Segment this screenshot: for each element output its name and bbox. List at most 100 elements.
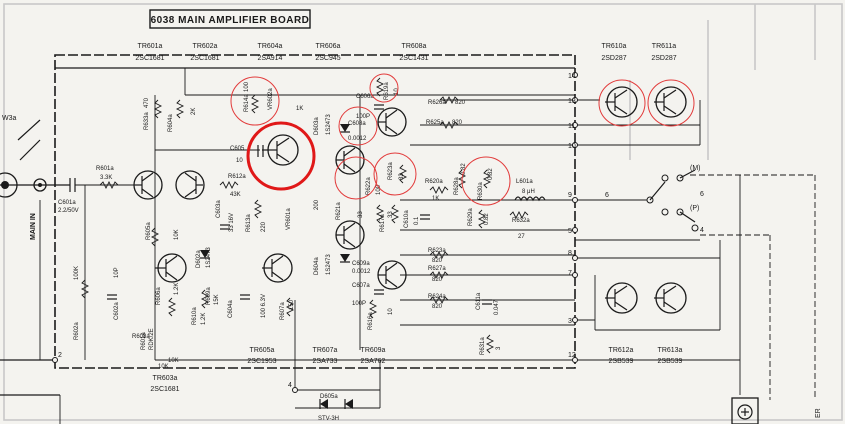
component-label-c606: C606a xyxy=(356,94,374,100)
component-label-c601v: 2.2/50V xyxy=(58,208,79,214)
tr611-ref: TR611a xyxy=(652,43,676,50)
tr605-symbol xyxy=(262,253,293,283)
component-label-r604v: 2K xyxy=(191,108,197,115)
side-label-left: W3a xyxy=(2,115,17,122)
tr606-ref: TR606a xyxy=(316,43,341,50)
terminal-13: 13 xyxy=(568,98,576,105)
tr607-ref: TR607a xyxy=(313,347,338,354)
terminal-3: 3 xyxy=(568,318,572,325)
component-label-r622v: 100 xyxy=(376,184,382,195)
component-label-r601: R601a xyxy=(96,166,114,172)
component-label-r605v: 10K xyxy=(174,229,180,240)
component-label-d602v: 1S2473 xyxy=(206,247,212,268)
terminal-6: 6 xyxy=(605,192,609,199)
switch-label-6: 6 xyxy=(700,191,704,198)
annotation-circle-c605 xyxy=(246,121,316,191)
annotation-circle-tr610 xyxy=(598,79,646,127)
tr603-ref: TR603a xyxy=(153,375,178,382)
component-label-r626: R626a xyxy=(428,100,446,106)
mode-switch[interactable] xyxy=(646,169,699,232)
tr608-part: 2SC1431 xyxy=(399,55,428,62)
tr612-ref: TR612a xyxy=(609,347,634,354)
component-label-c608v: 0.0012 xyxy=(348,136,367,142)
component-label-r630: R630a xyxy=(478,182,484,200)
tr606-symbol xyxy=(335,145,365,175)
tr601-part: 2SC1681 xyxy=(135,55,164,62)
input-jack[interactable] xyxy=(0,119,47,198)
tr610-part: 2SD287 xyxy=(601,55,626,62)
component-label-r604: R604a xyxy=(168,114,174,132)
tr607-part: 2SA733 xyxy=(313,358,338,365)
tr609-part: 2SA762 xyxy=(361,358,386,365)
terminal-7: 7 xyxy=(568,270,572,277)
annotation-circle-r619 xyxy=(369,73,399,103)
component-label-vr601: VR601a xyxy=(286,208,292,230)
tr601-ref: TR601a xyxy=(138,43,163,50)
tr603-part: 2SC1681 xyxy=(150,386,179,393)
switch-label-m: (M) xyxy=(690,165,701,172)
component-label-d605: D605a xyxy=(320,394,338,400)
component-label-r606: R606a xyxy=(156,287,162,305)
component-label-c605v: 10 xyxy=(236,158,243,164)
tr605-ref: TR605a xyxy=(250,347,275,354)
terminal-8: 8 xyxy=(568,250,572,257)
terminal-14: 14 xyxy=(568,73,576,80)
component-label-r622: R622a xyxy=(366,177,372,195)
component-label-r630v: 0.82 xyxy=(488,168,494,180)
tr604-ref: TR604a xyxy=(258,43,283,50)
component-label-d604: D604a xyxy=(314,257,320,275)
tr604-symbol xyxy=(262,134,299,166)
component-label-r612v: 43K xyxy=(230,192,241,198)
board-title: 6038 MAIN AMPLIFIER BOARD xyxy=(151,15,310,26)
terminal-10: 10 xyxy=(568,143,576,150)
component-label-vr601v: 200 xyxy=(314,199,320,210)
tr609-symbol xyxy=(377,260,407,290)
component-label-r631v: 3 xyxy=(496,346,502,350)
component-label-r629: R629a xyxy=(468,208,474,226)
component-label-r605: R605a xyxy=(146,222,152,240)
component-label-r627: R627a xyxy=(428,266,446,272)
transistor-symbols xyxy=(133,86,687,314)
component-label-r612: R612a xyxy=(228,174,246,180)
component-label-r619: R619a xyxy=(384,82,390,100)
component-label-r606v: 1.2K xyxy=(174,283,180,295)
component-label-d603v: 1S2473 xyxy=(326,114,332,135)
component-label-r610v: 1.2K xyxy=(201,313,207,325)
tr602-symbol xyxy=(175,170,205,200)
terminal-9: 9 xyxy=(568,192,572,199)
component-label-r617: R617a xyxy=(380,214,386,232)
component-label-vr602: VR602a xyxy=(268,88,274,110)
diode-symbols xyxy=(200,124,353,409)
component-label-c604v: 100 6.3V xyxy=(261,294,267,318)
component-label-r602v: 100K xyxy=(74,266,80,280)
component-label-c608: C608a xyxy=(348,121,366,127)
tr606-part: 2SC945 xyxy=(315,55,340,62)
tr602-ref: TR602a xyxy=(193,43,218,50)
main-in-label: MAIN IN xyxy=(30,213,37,240)
annotation-circle-r623 xyxy=(373,152,417,196)
component-label-r617v: 33 xyxy=(388,211,394,218)
component-label-r625v: 820 xyxy=(452,120,463,126)
component-label-r601bv: RDK/2E xyxy=(149,328,155,350)
tr602-part: 2SC1681 xyxy=(190,55,219,62)
component-labels: R601a 3.3K C601a 2.2/50V R602a 100K C602… xyxy=(58,81,535,422)
tr612-symbol xyxy=(605,282,638,314)
tr613-ref: TR613a xyxy=(658,347,683,354)
component-label-c609: C609a xyxy=(352,261,370,267)
tr608-symbol xyxy=(377,107,407,137)
component-label-r619v: 10 xyxy=(394,88,400,95)
component-label-r609: R609a xyxy=(206,287,212,305)
component-label-r623: R623a xyxy=(388,162,394,180)
component-label-r616: R616a xyxy=(368,312,374,330)
terminal-numbers: 14 13 11 10 9 6 5 8 7 3 12 2 4 xyxy=(52,72,609,393)
component-label-r625: R625a xyxy=(426,120,444,126)
board-outline xyxy=(54,54,576,369)
component-label-vr602v: 1K xyxy=(296,106,303,112)
component-label-r608v: 10K xyxy=(158,364,169,370)
tr601-symbol xyxy=(133,170,163,200)
component-label-r602: R602a xyxy=(74,322,80,340)
tr613-part: 2SB539 xyxy=(658,358,683,365)
component-label-c610: C610a xyxy=(404,210,410,228)
